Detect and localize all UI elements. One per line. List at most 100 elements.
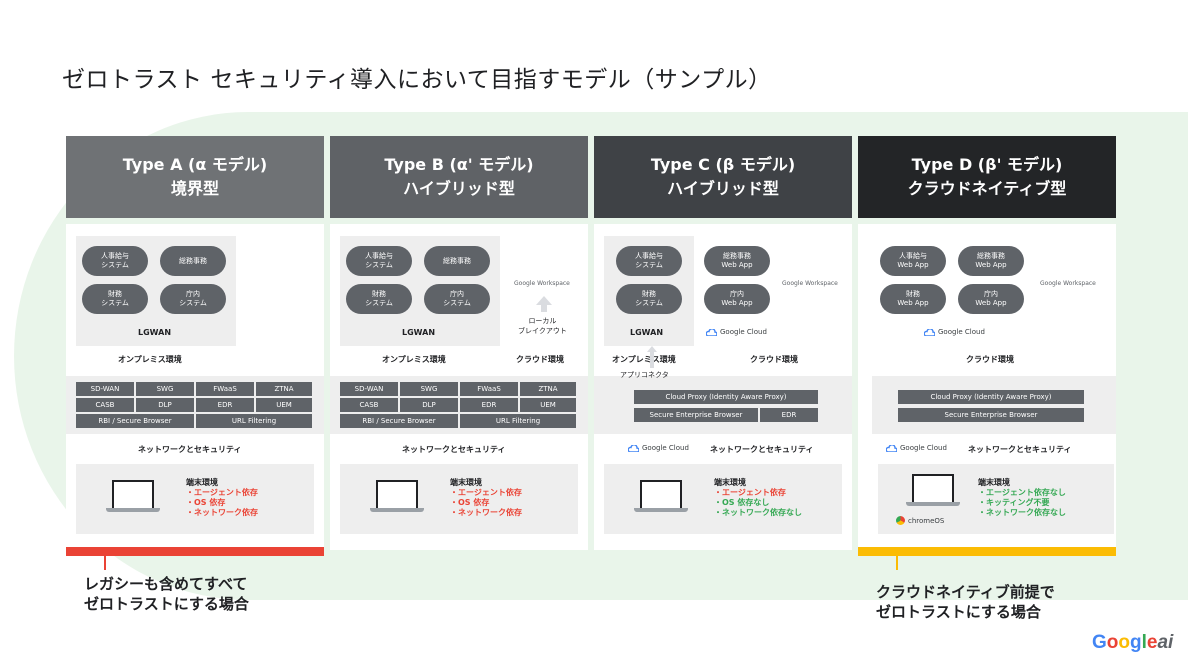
column-header-model: クラウドネイティブ型 (907, 179, 1067, 198)
column-body: 人事給与 Web App 総務事務 Web App 財務 Web App 庁内 … (858, 224, 1116, 550)
terminal-title: 端末環境 (714, 478, 746, 487)
column-type-d: Type D (β' モデル) クラウドネイティブ型 人事給与 Web App … (858, 136, 1116, 550)
terminal-item: ・エージェント依存 (450, 488, 522, 497)
cell-secure-browser: Secure Enterprise Browser (634, 408, 758, 422)
cloud-env-label: クラウド環境 (966, 355, 1014, 364)
terminal-item: ・ネットワーク依存 (186, 508, 258, 517)
column-header: Type B (α' モデル) ハイブリッド型 (330, 136, 588, 218)
pill-somu: 総務事務 (160, 246, 226, 276)
terminal-info: 端末環境 ・エージェント依存 ・OS 依存 ・ネットワーク依存 (186, 478, 258, 518)
pill-zaimu: 財務 システム (616, 284, 682, 314)
terminal-title: 端末環境 (186, 478, 218, 487)
onprem-label: オンプレミス環境 (118, 355, 182, 364)
column-body: 人事給与 システム 財務 システム 総務事務 Web App 庁内 Web Ap… (594, 224, 852, 550)
cell-casb: CASB (76, 398, 134, 412)
terminal-title: 端末環境 (978, 478, 1010, 487)
column-header-model: 境界型 (170, 179, 219, 198)
cell-secure-browser: Secure Enterprise Browser (898, 408, 1084, 422)
terminal-title: 端末環境 (450, 478, 482, 487)
onprem-label: オンプレミス環境 (382, 355, 446, 364)
column-header-type: Type C (β モデル) (650, 155, 796, 174)
note-left: レガシーも含めてすべて ゼロトラストにする場合 (84, 575, 249, 613)
terminal-item: ・ネットワーク依存なし (978, 508, 1066, 517)
cell-fwaas: FWaaS (460, 382, 518, 396)
pill-somu: 総務事務 (424, 246, 490, 276)
google-cloud-logo: Google Cloud (923, 327, 985, 337)
arrow-stem (650, 352, 654, 368)
cell-dlp: DLP (136, 398, 194, 412)
column-type-c: Type C (β モデル) ハイブリッド型 人事給与 システム 財務 システム… (594, 136, 852, 550)
terminal-item: ・エージェント依存 (714, 488, 786, 497)
cell-ztna: ZTNA (256, 382, 312, 396)
arrow-up-icon (647, 346, 657, 352)
app-connector-label: アプリコネクタ (620, 371, 669, 379)
column-header-model: ハイブリッド型 (403, 179, 515, 198)
lgwan-label: LGWAN (402, 328, 436, 337)
cell-edr: EDR (760, 408, 818, 422)
google-cloud-label: Google Cloud (642, 444, 689, 452)
network-box (872, 376, 1116, 434)
pill-chonai-web: 庁内 Web App (958, 284, 1024, 314)
cell-swg: SWG (400, 382, 458, 396)
cell-uem: UEM (520, 398, 576, 412)
terminal-item: ・ネットワーク依存 (450, 508, 522, 517)
yellow-bar (858, 547, 1116, 556)
note-right: クラウドネイティブ前提で ゼロトラストにする場合 (876, 583, 1055, 621)
cell-rbi: RBI / Secure Browser (340, 414, 458, 428)
google-cloud-label: Google Cloud (938, 328, 985, 336)
column-body: 人事給与 システム 総務事務 財務 システム 庁内 システム LGWAN Goo… (330, 224, 588, 550)
terminal-item: ・OS 依存 (450, 498, 490, 507)
cloud-env-label: クラウド環境 (516, 355, 564, 364)
terminal-item: ・エージェント依存なし (978, 488, 1066, 497)
pill-somu-web: 総務事務 Web App (958, 246, 1024, 276)
terminal-item: ・キッティング不要 (978, 498, 1050, 507)
page-title: ゼロトラスト セキュリティ導入において目指すモデル（サンプル） (62, 67, 772, 93)
column-header-type: Type B (α' モデル) (384, 155, 534, 174)
terminal-info: 端末環境 ・エージェント依存なし ・キッティング不要 ・ネットワーク依存なし (978, 478, 1066, 518)
google-cloud-logo: Google Cloud (627, 443, 689, 453)
google-workspace-logo: Google Workspace (1040, 280, 1096, 287)
cell-url-filtering: URL Filtering (196, 414, 312, 428)
pill-zaimu-web: 財務 Web App (880, 284, 946, 314)
cell-cloud-proxy: Cloud Proxy (Identity Aware Proxy) (898, 390, 1084, 404)
cell-sdwan: SD-WAN (340, 382, 398, 396)
column-type-b: Type B (α' モデル) ハイブリッド型 人事給与 システム 総務事務 財… (330, 136, 588, 550)
google-cloud-logo: Google Cloud (885, 443, 947, 453)
terminal-item: ・OS 依存 (186, 498, 226, 507)
pill-somu-web: 総務事務 Web App (704, 246, 770, 276)
column-header-model: ハイブリッド型 (667, 179, 779, 198)
google-cloud-icon (885, 443, 898, 453)
pill-zaimu: 財務 システム (346, 284, 412, 314)
google-cloud-icon (923, 327, 936, 337)
column-header: Type A (α モデル) 境界型 (66, 136, 324, 218)
yellow-tick (896, 556, 898, 570)
network-label: ネットワークとセキュリティ (138, 445, 242, 454)
chromeos-logo: chromeOS (896, 516, 944, 525)
cell-casb: CASB (340, 398, 398, 412)
pill-jinji-web: 人事給与 Web App (880, 246, 946, 276)
network-label: ネットワークとセキュリティ (968, 445, 1072, 454)
google-workspace-logo: Google Workspace (782, 280, 838, 287)
chromeos-label: chromeOS (908, 516, 945, 525)
column-header: Type C (β モデル) ハイブリッド型 (594, 136, 852, 218)
red-tick (104, 556, 106, 570)
cell-dlp: DLP (400, 398, 458, 412)
google-cloud-logo: Google Cloud (705, 327, 767, 337)
pill-jinji: 人事給与 システム (346, 246, 412, 276)
pill-chonai: 庁内 システム (424, 284, 490, 314)
network-label: ネットワークとセキュリティ (402, 445, 506, 454)
pill-chonai: 庁内 システム (160, 284, 226, 314)
google-cloud-label: Google Cloud (900, 444, 947, 452)
red-bar (66, 547, 324, 556)
onprem-label: オンプレミス環境 (612, 355, 676, 364)
terminal-info: 端末環境 ・エージェント依存 ・OS 依存 ・ネットワーク依存 (450, 478, 522, 518)
cell-edr: EDR (196, 398, 254, 412)
pill-chonai-web: 庁内 Web App (704, 284, 770, 314)
cell-fwaas: FWaaS (196, 382, 254, 396)
terminal-info: 端末環境 ・エージェント依存 ・OS 依存なし ・ネットワーク依存なし (714, 478, 802, 518)
network-label: ネットワークとセキュリティ (710, 445, 814, 454)
column-header-type: Type A (α モデル) (122, 155, 268, 174)
cell-sdwan: SD-WAN (76, 382, 134, 396)
column-header-type: Type D (β' モデル) (911, 155, 1063, 174)
pill-jinji: 人事給与 システム (82, 246, 148, 276)
